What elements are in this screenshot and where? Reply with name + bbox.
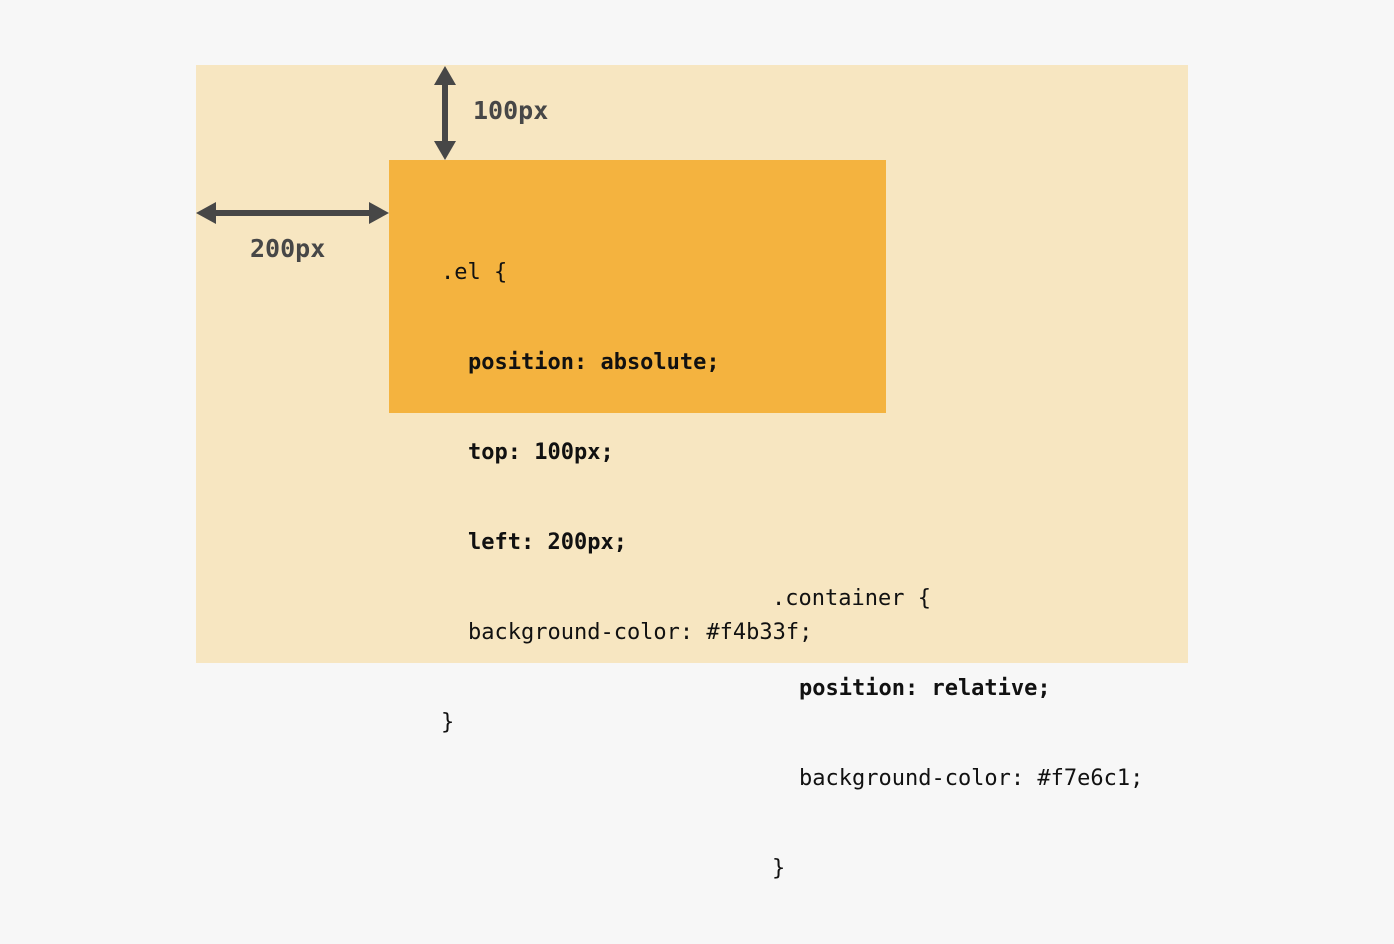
el-code-block: .el { position: absolute; top: 100px; le… <box>441 198 812 798</box>
container-code-line-background: background-color: #f7e6c1; <box>799 766 1144 791</box>
container-selector-close: } <box>772 856 786 881</box>
left-offset-label: 200px <box>250 234 326 263</box>
el-code-line-left: left: 200px; <box>468 530 627 555</box>
container-selector-open: .container { <box>772 586 931 611</box>
measurement-arrows <box>196 66 456 224</box>
el-selector-open: .el { <box>441 260 508 285</box>
el-code-line-background: background-color: #f4b33f; <box>468 620 813 645</box>
top-offset-arrow <box>434 66 456 160</box>
left-offset-arrow <box>196 202 389 224</box>
container-box: .el { position: absolute; top: 100px; le… <box>196 65 1188 881</box>
top-offset-label: 100px <box>473 96 549 125</box>
el-code-line-position: position: absolute; <box>468 350 720 375</box>
container-code-line-position: position: relative; <box>799 676 1051 701</box>
el-box: .el { position: absolute; top: 100px; le… <box>389 160 886 735</box>
el-code-line-top: top: 100px; <box>468 440 614 465</box>
